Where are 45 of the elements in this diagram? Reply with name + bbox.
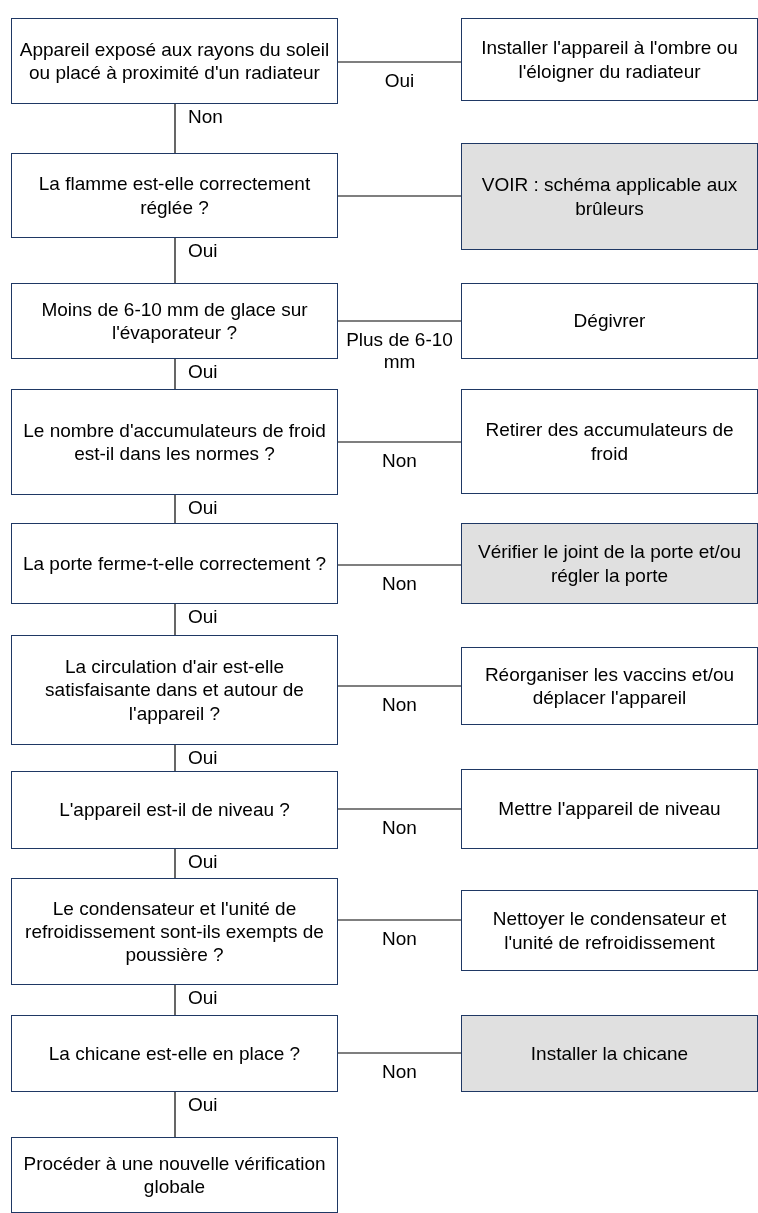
connector-line [174,358,176,390]
connector-line [174,744,176,772]
question-box: La chicane est-elle en place ? [11,1015,338,1092]
connector-line [337,320,462,322]
connector-line [337,564,462,566]
action-box: Nettoyer le condensateur et l'unité de refroidissement [461,890,758,971]
edge-label: Non [381,1061,418,1083]
action-box: VOIR : schéma applicable aux brûleurs [461,143,758,250]
question-box: Moins de 6-10 mm de glace sur l'évaporateur ? [11,283,338,359]
action-box: Vérifier le joint de la porte et/ou régler la porte [461,523,758,604]
edge-label: Non [381,928,418,950]
connector-line [337,61,462,63]
action-box: Dégivrer [461,283,758,359]
action-box: Mettre l'appareil de niveau [461,769,758,849]
action-box: Installer l'appareil à l'ombre ou l'éloigner du radiateur [461,18,758,101]
connector-line [337,919,462,921]
question-box: Le nombre d'accumulateurs de froid est-il dans les normes ? [11,389,338,495]
question-box: Appareil exposé aux rayons du soleil ou placé à proximité d'un radiateur [11,18,338,104]
question-box: La porte ferme-t-elle correctement ? [11,523,338,604]
edge-label: Non [381,450,418,472]
connector-line [337,685,462,687]
connector-line [174,237,176,284]
question-box: Le condensateur et l'unité de refroidissement sont-ils exempts de poussière ? [11,878,338,985]
connector-line [174,848,176,879]
connector-line [337,808,462,810]
question-box: La flamme est-elle correctement réglée ? [11,153,338,238]
connector-line [337,1052,462,1054]
action-box: Retirer des accumulateurs de froid [461,389,758,494]
question-box: Procéder à une nouvelle vérification globale [11,1137,338,1213]
edge-label: Oui [383,70,416,92]
connector-line [174,603,176,636]
connector-line [174,984,176,1016]
question-box: L'appareil est-il de niveau ? [11,771,338,849]
edge-label: Plus de 6-10 mm [345,329,454,373]
connector-line [337,195,462,197]
question-box: La circulation d'air est-elle satisfaisante dans et autour de l'appareil ? [11,635,338,745]
edge-label: Non [381,573,418,595]
connector-line [337,441,462,443]
edge-label: Non [381,817,418,839]
action-box: Installer la chicane [461,1015,758,1092]
action-box: Réorganiser les vaccins et/ou déplacer l'appareil [461,647,758,725]
connector-line [174,1091,176,1138]
connector-line [174,494,176,524]
connector-line [174,103,176,154]
edge-label: Non [381,694,418,716]
